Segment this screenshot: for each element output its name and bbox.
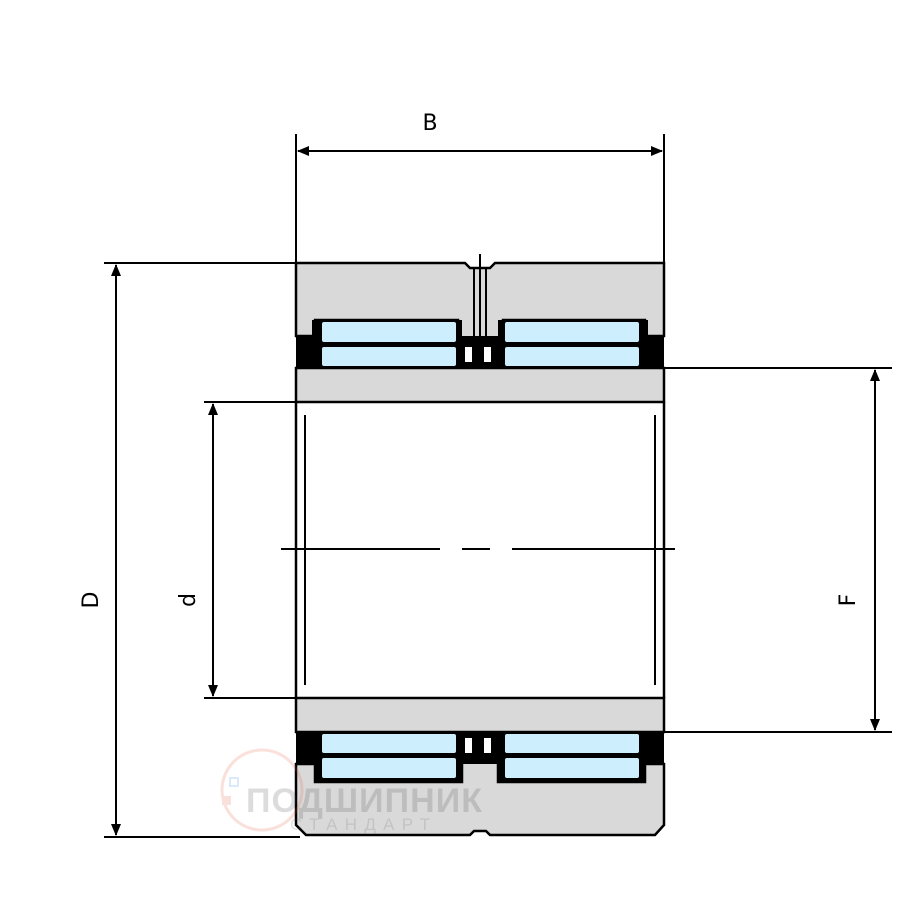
label-b: B <box>422 111 437 136</box>
bottom-section <box>294 696 666 837</box>
label-d-bore: d <box>176 593 201 607</box>
inner-ring-top <box>294 366 666 404</box>
inner-ring-bottom <box>294 696 666 734</box>
label-f: F <box>836 594 861 607</box>
top-section <box>294 254 666 404</box>
roller <box>322 758 456 778</box>
roller <box>505 758 639 778</box>
extension-lines <box>104 134 892 838</box>
roller <box>322 734 456 753</box>
roller <box>505 322 639 342</box>
roller <box>505 734 639 753</box>
label-d-outer: D <box>79 592 104 609</box>
roller <box>322 322 456 342</box>
roller <box>322 347 456 366</box>
roller <box>505 347 639 366</box>
svg-text:ПОДШИПНИК: ПОДШИПНИК <box>246 782 482 820</box>
